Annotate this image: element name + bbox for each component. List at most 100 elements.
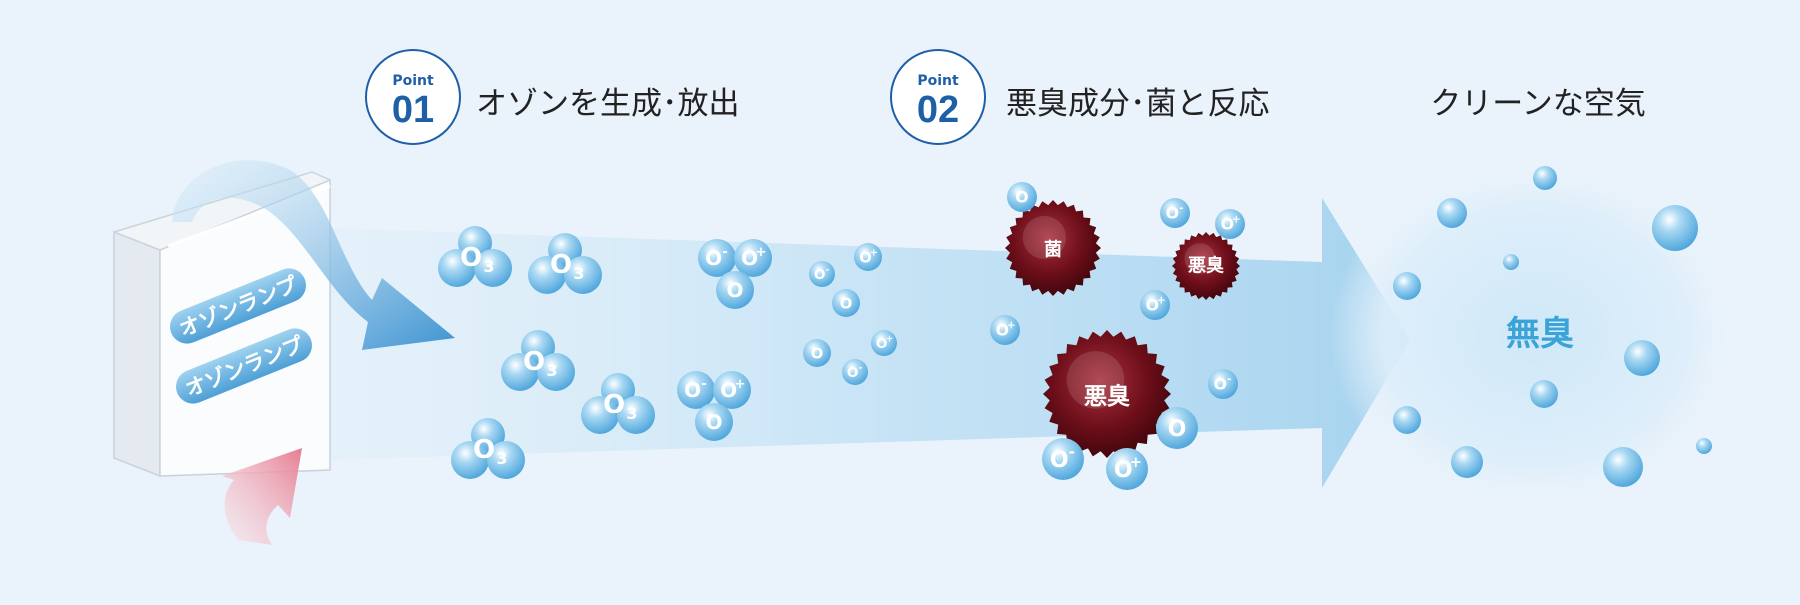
ion-bubble: [803, 339, 831, 367]
oxygen-atom: O: [716, 271, 754, 309]
oxygen-atom: O: [1007, 182, 1037, 212]
ion-bubble: [1208, 369, 1238, 399]
ion-bubble: [832, 289, 860, 317]
odor-large-highlight: [1066, 351, 1125, 409]
air-bubble: [1652, 205, 1698, 251]
ion-bubble: [871, 330, 897, 356]
ozone-subscript: 3: [626, 404, 637, 423]
germ-shape: [1005, 200, 1101, 296]
intake-arrow: [222, 448, 302, 545]
ozone-subscript: 3: [573, 264, 584, 283]
ion-bubble: [713, 371, 751, 409]
clean-air-cloud: [1330, 160, 1740, 510]
ozone-label: O: [603, 390, 625, 420]
oxygen-ion-plus: O+: [713, 371, 751, 409]
ozone-atom: [501, 353, 539, 391]
oxygen-ion-plus: O+: [734, 239, 772, 277]
ion-charge: -: [859, 364, 863, 374]
oxygen-ion-minus: O-: [1042, 438, 1084, 480]
ion-charge: -: [1227, 374, 1231, 386]
ion-charge: -: [701, 377, 707, 392]
ion-letter: O: [1050, 448, 1069, 473]
oxygen-ion-plus: O+: [1106, 448, 1148, 490]
air-bubble: [1503, 254, 1519, 270]
ion-charge: +: [1232, 214, 1241, 226]
oxygen-ion-plus: O+: [990, 315, 1020, 345]
air-bubble: [1437, 198, 1467, 228]
outflow-arrow: [172, 160, 455, 350]
ion-letter: O: [1114, 458, 1133, 483]
air-bubble: [1533, 166, 1557, 190]
ozone-atom: [528, 256, 566, 294]
odor-small: 悪臭: [1172, 232, 1240, 300]
ion-letter: O: [859, 249, 872, 266]
oxygen-ion-minus: O-: [809, 261, 835, 287]
oxygen-atom: O: [1156, 407, 1198, 449]
ion-letter: O: [727, 278, 744, 302]
ozone-atom: [474, 249, 512, 287]
oxygen-ion-minus: O-: [1208, 369, 1238, 399]
air-bubble: [1393, 406, 1421, 434]
odor-large-shape: [1043, 330, 1171, 458]
ozone-atom: [581, 396, 619, 434]
ozone-subscript: 3: [496, 449, 507, 468]
ion-bubble: [854, 243, 882, 271]
ion-bubble: [734, 239, 772, 277]
ion-letter: O: [705, 246, 722, 270]
point-01-badge-number: 01: [392, 89, 434, 131]
point-01-badge-label: Point: [392, 73, 434, 89]
ozone-atom: [601, 373, 635, 407]
oxygen-ion-minus: O-: [842, 359, 868, 385]
ion-charge: +: [886, 335, 894, 345]
ion-letter: O: [706, 410, 723, 434]
ion-letter: O: [1146, 296, 1159, 315]
odor-large-label: 悪臭: [1084, 384, 1130, 410]
ozone-atom: [564, 256, 602, 294]
oxygen-ion-plus: O+: [1140, 290, 1170, 320]
ozone-atom: [438, 249, 476, 287]
ion-letter: O: [996, 321, 1009, 340]
ozone-atom: [451, 441, 489, 479]
oxygen-ion-minus: O-: [698, 239, 736, 277]
ion-charge: -: [826, 266, 830, 276]
ion-bubble: [1042, 438, 1084, 480]
air-bubble: [1624, 340, 1660, 376]
ion-charge: -: [1179, 203, 1183, 215]
point-02-badge-number: 02: [917, 89, 959, 131]
ion-charge: +: [1130, 454, 1142, 471]
ion-charge: +: [755, 245, 766, 260]
oxygen-ion-minus: O-: [677, 371, 715, 409]
ozone-atom: [521, 330, 555, 364]
ion-bubble: [842, 359, 868, 385]
germ: 菌: [1005, 200, 1101, 296]
ion-letter: O: [1166, 204, 1179, 223]
ion-charge: +: [870, 248, 878, 259]
ion-letter: O: [847, 365, 859, 381]
oxygen-ion-plus: O+: [871, 330, 897, 356]
ozone-atom: [487, 441, 525, 479]
ion-charge: +: [734, 377, 745, 392]
ozone-atom: [458, 226, 492, 260]
point-01-title: オゾンを生成･放出: [476, 86, 740, 122]
ion-letter: O: [1168, 417, 1187, 442]
odor-large: 悪臭: [1043, 330, 1171, 458]
air-bubble: [1696, 438, 1712, 454]
odor-small-shape: [1172, 232, 1240, 300]
ion-bubble: [677, 371, 715, 409]
oxygen-atom: O: [803, 339, 831, 367]
oxygen-atom: O: [695, 403, 733, 441]
ozone-label: O: [473, 435, 495, 465]
ion-bubble: [698, 239, 736, 277]
air-bubble: [1530, 380, 1558, 408]
ion-bubble: [1106, 448, 1148, 490]
ion-letter: O: [741, 246, 758, 270]
ion-bubble: [716, 271, 754, 309]
ozone-subscript: 3: [483, 257, 494, 276]
ion-letter: O: [814, 267, 826, 283]
ion-letter: O: [876, 336, 888, 352]
